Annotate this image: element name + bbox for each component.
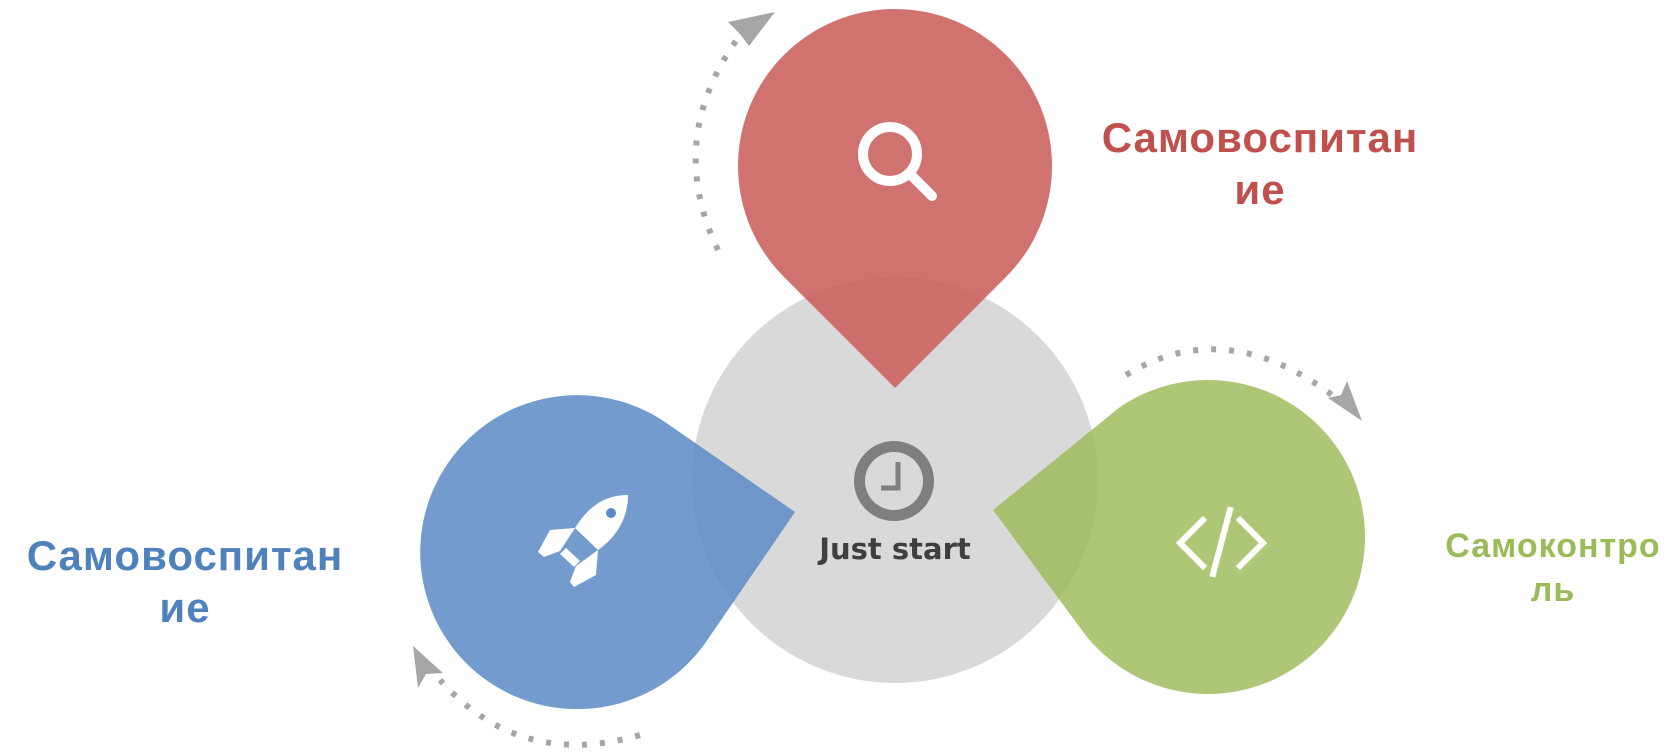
node-left-label-line1: Самовоспитан — [26, 532, 344, 579]
node-right-label-line1: Самоконтро — [1445, 527, 1661, 565]
code-icon — [1175, 506, 1268, 578]
search-icon — [858, 122, 937, 201]
node-right-label: Самоконтро ль — [1430, 524, 1676, 612]
clock-icon — [854, 441, 934, 521]
petal-left — [420, 395, 795, 710]
node-top-label-line1: Самовоспитан — [1101, 114, 1419, 161]
node-left-label: Самовоспитан ие — [0, 530, 370, 634]
node-right-label-line2: ль — [1530, 571, 1576, 609]
node-top-label-line2: ие — [1234, 166, 1286, 213]
dotted-arrow-right — [1124, 346, 1362, 421]
dotted-arrow-bottom — [413, 646, 641, 748]
rocket-icon — [538, 495, 628, 587]
petal-right — [993, 379, 1366, 694]
center-label: Just start — [819, 532, 971, 566]
node-top-label: Самовоспитан ие — [1080, 112, 1440, 216]
dotted-arrow-top — [692, 12, 775, 252]
node-left-label-line2: ие — [159, 584, 211, 631]
petal-top — [738, 8, 1052, 389]
